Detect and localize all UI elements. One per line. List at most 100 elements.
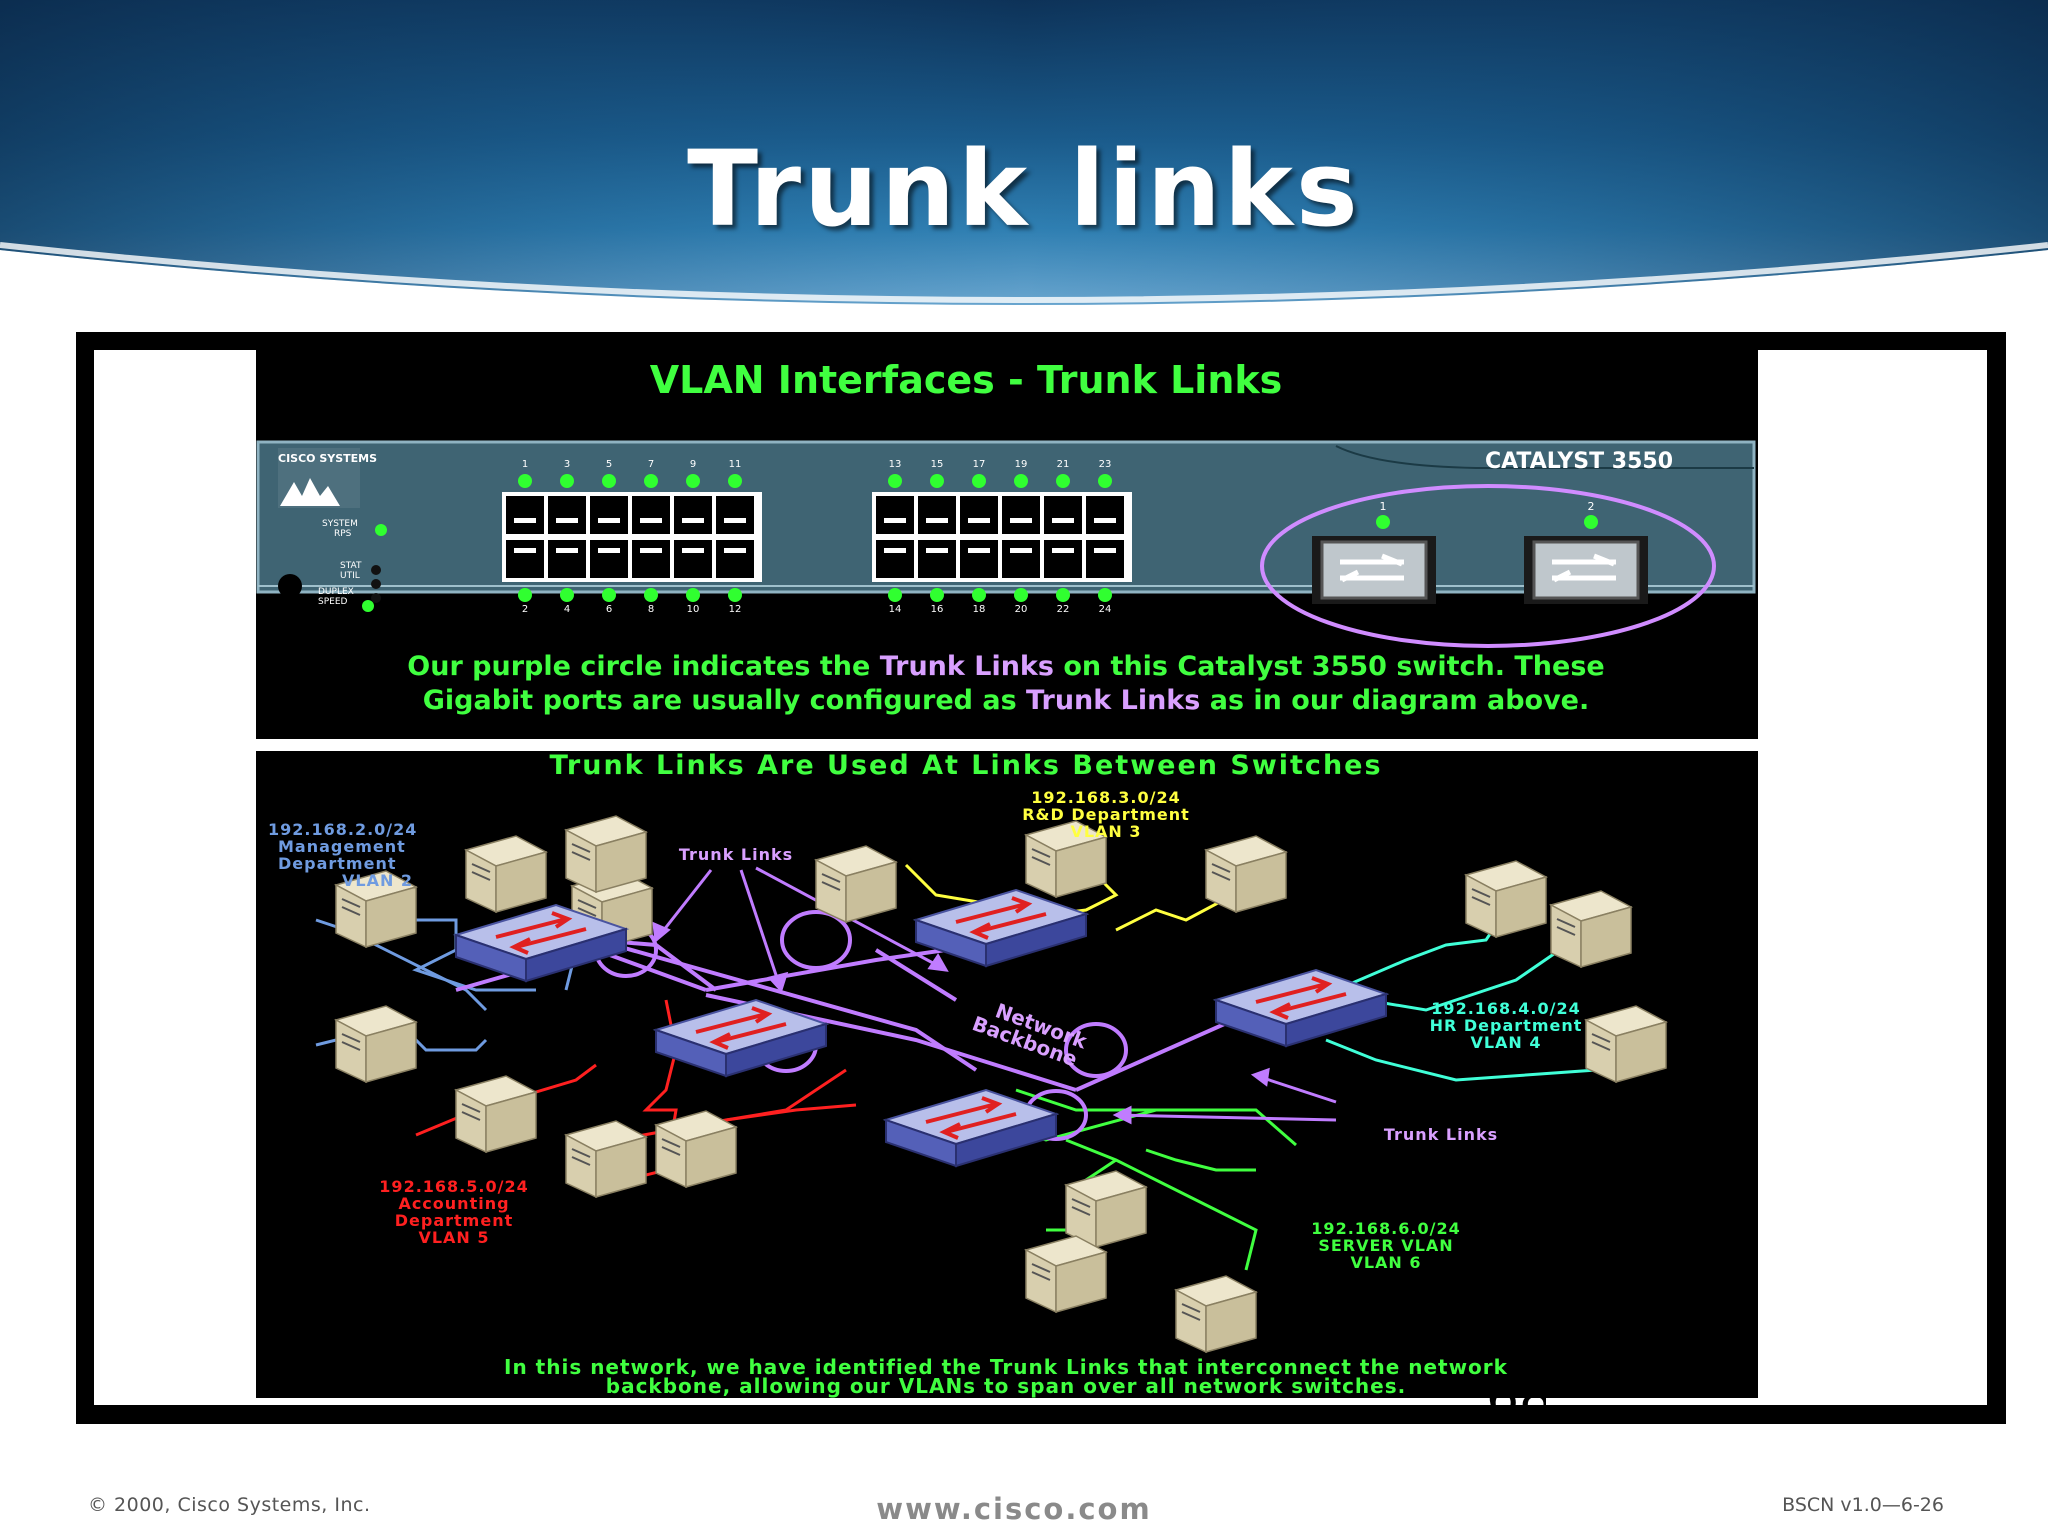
port-number-label: 5: [606, 459, 612, 470]
ethernet-port: [506, 540, 544, 578]
figure-divider: [256, 739, 1758, 751]
port-number-label: 9: [690, 459, 696, 470]
server-icon: [456, 1076, 536, 1152]
port-number-label: 8: [648, 604, 654, 615]
ethernet-port: [1044, 496, 1082, 534]
server-icon: [656, 1111, 736, 1187]
port-number-label: 11: [729, 459, 742, 470]
port-number-label: 23: [1099, 459, 1112, 470]
ethernet-port: [1002, 540, 1040, 578]
port-led: [560, 588, 574, 602]
port-led: [644, 588, 658, 602]
switch-caption-line-1: Our purple circle indicates the Trunk Li…: [407, 651, 1604, 682]
switch-model-label: CATALYST 3550: [1485, 449, 1673, 474]
led-label-speed: SPEED: [318, 597, 348, 607]
server-icon: [566, 816, 646, 892]
footer-url: www.cisco.com: [0, 1492, 2028, 1526]
port-led: [1014, 474, 1028, 488]
server-icon: [566, 1121, 646, 1197]
ethernet-port: [674, 496, 712, 534]
port-led: [602, 474, 616, 488]
mode-button: [278, 574, 302, 598]
port-led: [1098, 588, 1112, 602]
port-number-label: 19: [1015, 459, 1028, 470]
vlan-label-line: VLAN 3: [1070, 822, 1141, 841]
port-led: [518, 474, 532, 488]
port-number-label: 22: [1057, 604, 1070, 615]
ethernet-port: [632, 496, 670, 534]
network-switch-icon: [1216, 970, 1386, 1046]
ethernet-port: [1086, 540, 1124, 578]
port-led: [1056, 474, 1070, 488]
port-number-label: 10: [687, 604, 700, 615]
port-led: [728, 588, 742, 602]
port-number-label: 16: [931, 604, 944, 615]
gigabit-port-label-2: 2: [1588, 500, 1595, 513]
network-switch-icon: [916, 890, 1086, 966]
footer-course-code: BSCN v1.0—6-26: [1782, 1494, 1944, 1516]
port-led: [1098, 474, 1112, 488]
ethernet-port: [674, 540, 712, 578]
vlan-label-line: VLAN 5: [418, 1228, 489, 1247]
port-number-label: 3: [564, 459, 570, 470]
bottom-caption-line-2: backbone, allowing our VLANs to span ove…: [606, 1374, 1406, 1398]
trunk-links-figure: VLAN Interfaces - Trunk Links CATALYST 3…: [256, 350, 1758, 1398]
port-number-label: 14: [889, 604, 902, 615]
led-label-duplex: DUPLEX: [318, 587, 354, 597]
port-led: [888, 588, 902, 602]
catalyst-switch-panel: CATALYST 3550 CISCO SYSTEMS SYSTEM RPS S…: [258, 442, 1754, 646]
gigabit-port-label-1: 1: [1380, 500, 1387, 513]
led-label-util: UTIL: [340, 571, 360, 581]
figure-heading: VLAN Interfaces - Trunk Links: [650, 358, 1283, 402]
port-led: [972, 588, 986, 602]
vlan-label-line: VLAN 2: [342, 871, 413, 890]
port-number-label: 12: [729, 604, 742, 615]
server-icon: [1466, 861, 1546, 937]
port-number-label: 20: [1015, 604, 1028, 615]
port-number-label: 1: [522, 459, 528, 470]
switch-caption-line-2: Gigabit ports are usually configured as …: [423, 685, 1590, 716]
ethernet-port: [1086, 496, 1124, 534]
server-icon: [336, 1006, 416, 1082]
port-number-label: 4: [564, 604, 570, 615]
port-led: [1056, 588, 1070, 602]
port-led: [972, 474, 986, 488]
port-led: [728, 474, 742, 488]
ethernet-port: [716, 540, 754, 578]
ethernet-port: [876, 540, 914, 578]
port-number-label: 24: [1099, 604, 1112, 615]
port-number-label: 21: [1057, 459, 1070, 470]
ethernet-port: [960, 540, 998, 578]
trunk-links-label-right: Trunk Links: [1384, 1125, 1498, 1144]
page-number: 68: [1486, 1398, 1546, 1442]
port-led: [930, 474, 944, 488]
port-led: [1014, 588, 1028, 602]
ethernet-port: [590, 540, 628, 578]
cisco-logo-text: CISCO SYSTEMS: [278, 452, 377, 465]
diagram-heading: Trunk Links Are Used At Links Between Sw…: [549, 750, 1382, 781]
ethernet-port: [1002, 496, 1040, 534]
port-led: [686, 474, 700, 488]
server-icon: [466, 836, 546, 912]
ethernet-port: [590, 496, 628, 534]
led-label-stat: STAT: [340, 561, 362, 571]
port-number-label: 18: [973, 604, 986, 615]
ethernet-port: [960, 496, 998, 534]
server-icon: [1066, 1171, 1146, 1247]
network-diagram: Trunk Links Trunk Links Network Backbone…: [268, 788, 1666, 1352]
led-label-rps: RPS: [334, 529, 352, 539]
vlan-label-line: VLAN 6: [1350, 1253, 1421, 1272]
port-led: [602, 588, 616, 602]
port-number-label: 6: [606, 604, 612, 615]
port-led: [518, 588, 532, 602]
slide-title: Trunk links: [0, 128, 2048, 250]
server-icon: [1176, 1276, 1256, 1352]
page-number-text: 68: [1486, 1398, 1546, 1428]
port-led: [644, 474, 658, 488]
network-switch-icon: [656, 1000, 826, 1076]
server-icon: [1551, 891, 1631, 967]
ethernet-port: [918, 540, 956, 578]
server-icon: [816, 846, 896, 922]
port-number-label: 7: [648, 459, 654, 470]
port-led: [560, 474, 574, 488]
